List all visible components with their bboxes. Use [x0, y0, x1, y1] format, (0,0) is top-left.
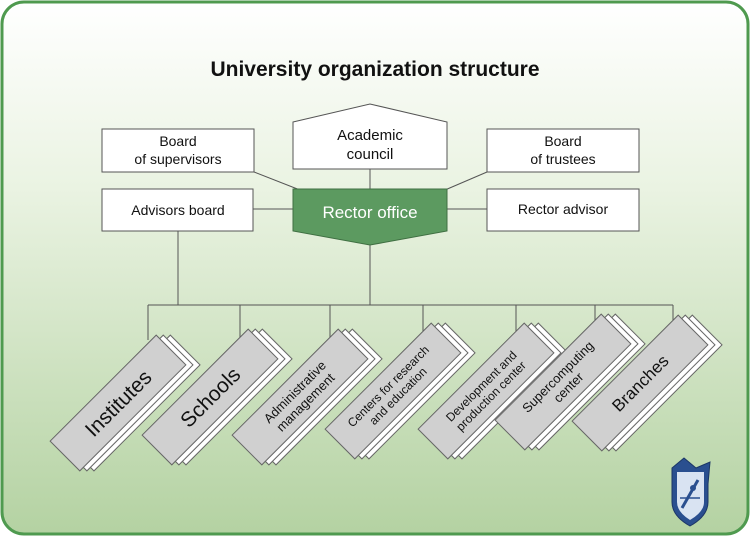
diagram-title: University organization structure [210, 58, 539, 81]
board-of-trustees-line-1: Board [544, 133, 581, 149]
rector-advisor-box: Rector advisor [486, 188, 640, 232]
advisors-board-label: Advisors board [131, 202, 224, 218]
academic-council-box: Academic council [292, 103, 448, 170]
rector-office-box: Rector office [292, 188, 448, 246]
board-of-supervisors-line-1: Board [159, 133, 196, 149]
board-of-supervisors-line-2: of supervisors [134, 151, 221, 167]
academic-council-line-2: council [347, 146, 394, 163]
board-of-trustees-line-2: of trustees [530, 151, 595, 167]
division-card-branches: Branches [571, 314, 723, 452]
board-of-trustees-box: Board of trustees [486, 128, 640, 173]
division-card-schools: Schools [141, 328, 293, 466]
rector-office-label: Rector office [322, 203, 417, 222]
rector-advisor-label: Rector advisor [518, 201, 609, 217]
academic-council-line-1: Academic [337, 127, 403, 144]
university-crest-icon [671, 457, 711, 527]
board-of-supervisors-box: Board of supervisors [101, 128, 255, 173]
advisors-board-box: Advisors board [101, 188, 254, 232]
division-card-institutes: Institutes [49, 334, 201, 472]
